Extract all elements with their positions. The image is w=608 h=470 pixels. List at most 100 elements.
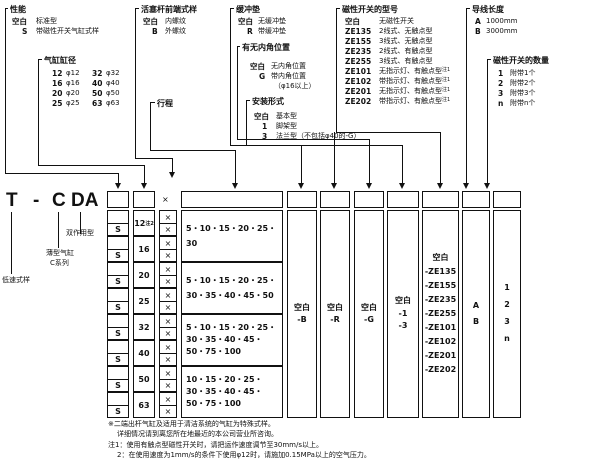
switch-code: 空白 [345, 17, 360, 26]
performance-code-2: S [22, 27, 28, 36]
leader-line [336, 8, 340, 9]
arrow-icon [437, 183, 443, 189]
arrow-icon [366, 183, 372, 189]
rod-end-code: 空白 [143, 17, 158, 26]
t-label: 低速式样 [2, 276, 30, 284]
slot-qty [493, 191, 521, 208]
leader-line [11, 212, 12, 274]
rod-end-x-cell: × [159, 314, 177, 328]
performance-cell [107, 340, 129, 354]
da-label: 双作用型 [66, 229, 94, 237]
arrow-icon [169, 172, 175, 178]
performance-desc-2: 带磁性开关气缸式样 [36, 27, 99, 35]
performance-cell [107, 314, 129, 328]
rod-column: 空白-R [320, 210, 350, 418]
bore-val: φ25 [66, 99, 80, 107]
rod-end-x-cell: × [159, 353, 177, 366]
leader-line [58, 212, 59, 248]
leader-line [369, 139, 370, 183]
footnote: ※二端出杆气缸及适用于清洁系统的气缸为特殊式样。 [108, 420, 275, 428]
qty-desc: 附带3个 [510, 89, 536, 97]
leader-line [246, 145, 402, 146]
qty-desc: 附带1个 [510, 69, 536, 77]
switch-code: ZE101 [345, 67, 372, 76]
mounting-title: 安装形式 [252, 97, 284, 106]
model-c: C [52, 190, 66, 211]
rod-end-x-cell: × [159, 366, 177, 380]
leader-line [38, 165, 144, 166]
rod-end-x-cell: × [159, 236, 177, 250]
qty-desc: 附带n个 [510, 99, 536, 107]
cushion-code: R [247, 27, 253, 36]
cushion-code: 空白 [238, 17, 253, 26]
leader-line [230, 8, 231, 145]
leader-line [135, 8, 139, 9]
leader-line [38, 59, 39, 165]
rod-end-x-cell: × [159, 275, 177, 288]
bore-val: φ32 [106, 69, 120, 77]
switch-desc: 带指示灯、有触点型注1 [379, 77, 451, 85]
lead-desc: 3000mm [486, 27, 518, 35]
leader-line [118, 173, 119, 183]
bore-cell: 50 [133, 366, 155, 392]
slot-cushion [287, 191, 317, 208]
c-label-1: 薄型气缸 [46, 249, 74, 257]
leader-line [334, 132, 335, 183]
switch-desc: 带指示灯、有触点型注1 [379, 97, 451, 105]
guide-note: （φ16以上） [274, 82, 316, 90]
leader-line [144, 165, 145, 183]
leader-line [230, 8, 234, 9]
guide-code: 空白 [250, 62, 265, 71]
arrow-icon [141, 183, 147, 189]
bore-code: 16 [52, 79, 63, 88]
leader-line [135, 8, 136, 158]
stroke-group: 10・15・20・25・30・35・40・45・50・75・100 [181, 366, 283, 418]
cushion-column: 空白-B [287, 210, 317, 418]
stroke-title: 行程 [157, 99, 173, 108]
leader-line [440, 132, 441, 183]
qty-code: n [498, 99, 504, 108]
rod-end-x-cell: × [159, 262, 177, 276]
leader-line [246, 100, 247, 145]
bore-val: φ16 [66, 79, 80, 87]
performance-desc-1: 标准型 [36, 17, 57, 25]
mounting-code: 3 [262, 132, 268, 141]
bore-code: 50 [92, 89, 103, 98]
performance-cell: S [107, 353, 129, 366]
switch-desc: 无指示灯、有触点型注1 [379, 87, 451, 95]
bore-title: 气缸缸径 [44, 56, 76, 65]
leader-line [487, 59, 488, 183]
guide-desc: 无内角位置 [271, 62, 306, 70]
bore-cell: 32 [133, 314, 155, 340]
switch-desc: 2线式、无触点型 [379, 27, 433, 35]
note-mark: 注2 [145, 220, 154, 227]
qty-code: 2 [498, 79, 504, 88]
rod-end-x-cell: × [159, 392, 177, 406]
performance-cell: S [107, 301, 129, 314]
bore-code: 25 [52, 99, 63, 108]
switch-code: ZE201 [345, 87, 372, 96]
leader-line [237, 46, 238, 139]
qty-desc: 附带2个 [510, 79, 536, 87]
bore-val: φ63 [106, 99, 120, 107]
rod-end-x-cell: × [159, 327, 177, 340]
rod-end-x-cell: × [159, 405, 177, 418]
slot-performance [107, 191, 129, 208]
rod-end-desc: 内螺纹 [165, 17, 186, 25]
rod-end-x-cell: × [159, 301, 177, 314]
bore-code: 63 [92, 99, 103, 108]
guide-column: 空白-G [354, 210, 384, 418]
rod-end-x-cell: × [159, 379, 177, 392]
bore-cell: 63 [133, 392, 155, 418]
slot-switch [422, 191, 459, 208]
lead-code: A [475, 17, 481, 26]
performance-cell [107, 262, 129, 276]
mounting-desc: 基本型 [276, 112, 297, 120]
performance-code-1: 空白 [12, 17, 27, 26]
performance-cell: S [107, 223, 129, 236]
bore-val: φ40 [106, 79, 120, 87]
bore-code: 12 [52, 69, 63, 78]
switch-code: ZE235 [345, 47, 372, 56]
